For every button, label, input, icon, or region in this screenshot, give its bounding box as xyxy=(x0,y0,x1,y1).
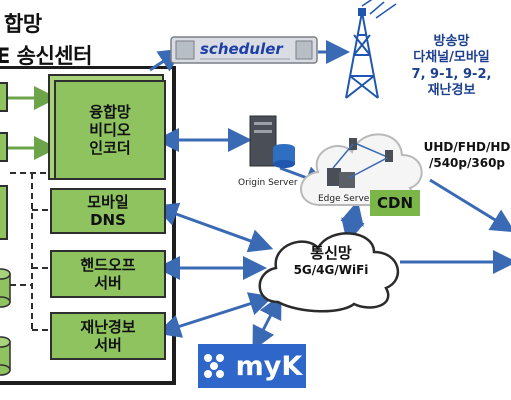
mobile-dns-label-1: 모바일 xyxy=(87,193,129,211)
encoder-label-3: 인코더 xyxy=(89,139,131,157)
telecom-cloud xyxy=(258,232,400,313)
scheduler-label: scheduler xyxy=(200,40,283,58)
telecom-label: 통신망 5G/4G/WiFi xyxy=(276,242,386,277)
storage-drum-1 xyxy=(0,268,11,308)
storage-drum-2 xyxy=(0,336,11,376)
video-encoder-box: 융합망 비디오 인코더 xyxy=(54,80,166,180)
broadcast-label-3: 7, 9-1, 9-2, xyxy=(411,66,492,82)
encoder-label-1: 융합망 xyxy=(89,103,131,121)
resolution-label: UHD/FHD/HD /540p/360p xyxy=(422,140,511,171)
left-stub-1 xyxy=(0,82,8,112)
mobile-dns-box: 모바일 DNS xyxy=(50,188,166,234)
encoder-label-2: 비디오 xyxy=(89,121,131,139)
left-stub-2 xyxy=(0,132,8,162)
mobile-dns-label-2: DNS xyxy=(90,211,126,229)
telecom-title: 통신망 xyxy=(310,244,352,262)
title-line-2: E 송신센터 xyxy=(0,44,92,68)
resolution-label-2: /540p/360p xyxy=(428,155,506,170)
handoff-label-1: 핸드오프 xyxy=(80,256,136,274)
broadcast-label-1: 방송망 xyxy=(433,34,470,49)
myk-dots-icon xyxy=(203,354,224,378)
broadcast-label-2: 다채널/모바일 xyxy=(413,50,490,66)
broadcast-label-4: 재난경보 xyxy=(427,82,476,98)
broadcast-tower-icon xyxy=(345,0,397,99)
origin-server-label: Origin Server xyxy=(238,178,298,188)
left-stub-3 xyxy=(0,185,8,240)
broadcast-label: 방송망 다채널/모바일 7, 9-1, 9-2, 재난경보 xyxy=(392,34,511,99)
edge-server-label: Edge Server xyxy=(318,194,374,204)
edge-server-icons xyxy=(327,138,393,188)
disaster-label-1: 재난경보 xyxy=(80,318,136,336)
myk-label: myK xyxy=(235,350,303,382)
myk-logo: myK xyxy=(198,344,306,388)
disaster-label-2: 서버 xyxy=(94,336,122,354)
resolution-label-1: UHD/FHD/HD xyxy=(423,140,511,154)
title-line-1: 합망 xyxy=(4,12,42,36)
origin-server-icon xyxy=(249,115,295,168)
telecom-subtitle: 5G/4G/WiFi xyxy=(293,263,369,277)
cdn-tag: CDN xyxy=(370,190,420,216)
scheduler-rack-icon xyxy=(170,36,318,64)
handoff-label-2: 서버 xyxy=(94,274,122,292)
disaster-alert-server-box: 재난경보 서버 xyxy=(50,312,166,360)
handoff-server-box: 핸드오프 서버 xyxy=(50,250,166,298)
